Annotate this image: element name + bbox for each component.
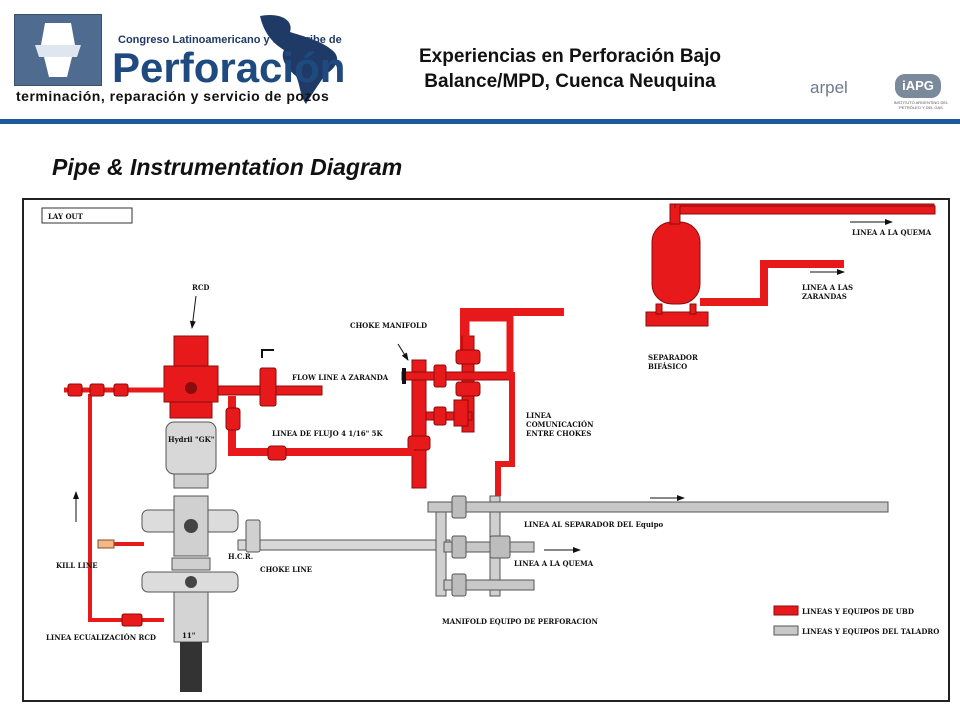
legend: LINEAS Y EQUIPOS DE UBD LINEAS Y EQUIPOS… [773,605,939,636]
label-linea-zarandas-1: LINEA A LAS [802,283,853,292]
flow-line-valve-handle [261,349,274,358]
iapg-logo: iAPG [895,74,941,98]
legend-label-rig: LINEAS Y EQUIPOS DEL TALADRO [802,627,939,636]
label-wellhead-mark: 11" [182,631,195,640]
rig-manifold [427,495,889,597]
label-hydril: Hydril "GK" [168,435,214,444]
hydril-annular [165,421,217,489]
layout-box [41,207,133,224]
label-linea-quema-top: LINEA A LA QUEMA [852,228,932,237]
layout-box-label: LAY OUT [48,212,84,221]
label-flow-line: FLOW LINE A ZARANDA [292,373,389,382]
label-linea-zarandas-2: ZARANDAS [802,292,847,301]
line-to-shakers [700,260,844,306]
slide-title: Experiencias en Perforación Bajo Balance… [360,44,780,94]
equalization-valve-1 [67,383,83,397]
diagram-heading: Pipe & Instrumentation Diagram [52,154,403,180]
label-linea-flujo: LINEA DE FLUJO 4 1/16" 5K [272,429,384,438]
label-rcd: RCD [192,283,209,292]
label-hcr: H.C.R. [228,552,253,561]
latin-america-map-icon [260,14,338,105]
legend-swatch-rig [773,625,799,636]
linea-de-flujo-valve-1 [225,407,241,431]
label-choke-line: CHOKE LINE [260,565,312,574]
brand-tagline: terminación, reparación y servicio de po… [16,88,330,104]
arpel-logo: arpel [810,78,848,97]
choke-line-pipe [237,539,451,551]
label-separador-1: SEPARADOR [648,353,698,362]
label-linea-quema-bottom: LINEA A LA QUEMA [514,559,594,568]
rig-silhouette-icon [15,15,101,85]
label-separador-2: BIFÁSICO [648,362,687,371]
equalization-valve-2 [89,383,105,397]
bop-rams [141,495,239,692]
label-linea-com-2: COMUNICACIÓN [526,420,594,429]
slide-title-line2: Balance/MPD, Cuenca Neuquina [424,71,716,92]
flow-line-valve [259,367,277,407]
choke-manifold [401,335,513,489]
flare-pipe [679,205,936,215]
label-linea-com-3: ENTRE CHOKES [526,429,591,438]
label-linea-com-1: LINEA [526,411,552,420]
slide-title-line1: Experiencias en Perforación Bajo [418,46,721,67]
linea-de-flujo [228,396,414,456]
congress-line: Congreso Latinoamericano y del Caribe de [118,34,342,46]
label-kill-line: KILL LINE [56,561,98,570]
pid-drawing: LAY OUT LINEA A LA QUEMA LINEA A LAS ZAR… [41,203,939,692]
label-choke-manifold: CHOKE MANIFOLD [350,321,427,330]
legend-label-ubd: LINEAS Y EQUIPOS DE UBD [802,607,914,616]
rcd-arrow [189,295,197,329]
kill-line-connector [97,539,115,549]
choke-manifold-arrow [397,343,409,361]
label-manifold-equipo: MANIFOLD EQUIPO DE PERFORACION [442,617,598,626]
brand-name: Perforación [112,44,346,91]
communication-line [495,372,515,496]
label-linea-ecualizacion: LINEA ECUALIZACIÓN RCD [46,633,156,642]
rcd-unit [163,335,219,419]
header-rule [0,119,960,124]
pid-diagram: LAY OUT LINEA A LA QUEMA LINEA A LAS ZAR… [22,198,950,702]
label-linea-separador: LINEA AL SEPARADOR DEL Equipo [524,520,663,529]
hcr-valve [245,519,261,553]
linea-de-flujo-valve-2 [267,445,287,461]
congress-logo-icon [14,14,102,86]
equalization-valve-3 [113,383,129,397]
equalization-valve-bottom [121,613,143,627]
separator-vessel [645,203,709,327]
iapg-logo-subtext: INSTITUTO ARGENTINO DEL PETRÓLEO Y DEL G… [893,100,949,110]
slide-header: Congreso Latinoamericano y del Caribe de… [0,0,960,124]
legend-swatch-ubd [773,605,799,616]
